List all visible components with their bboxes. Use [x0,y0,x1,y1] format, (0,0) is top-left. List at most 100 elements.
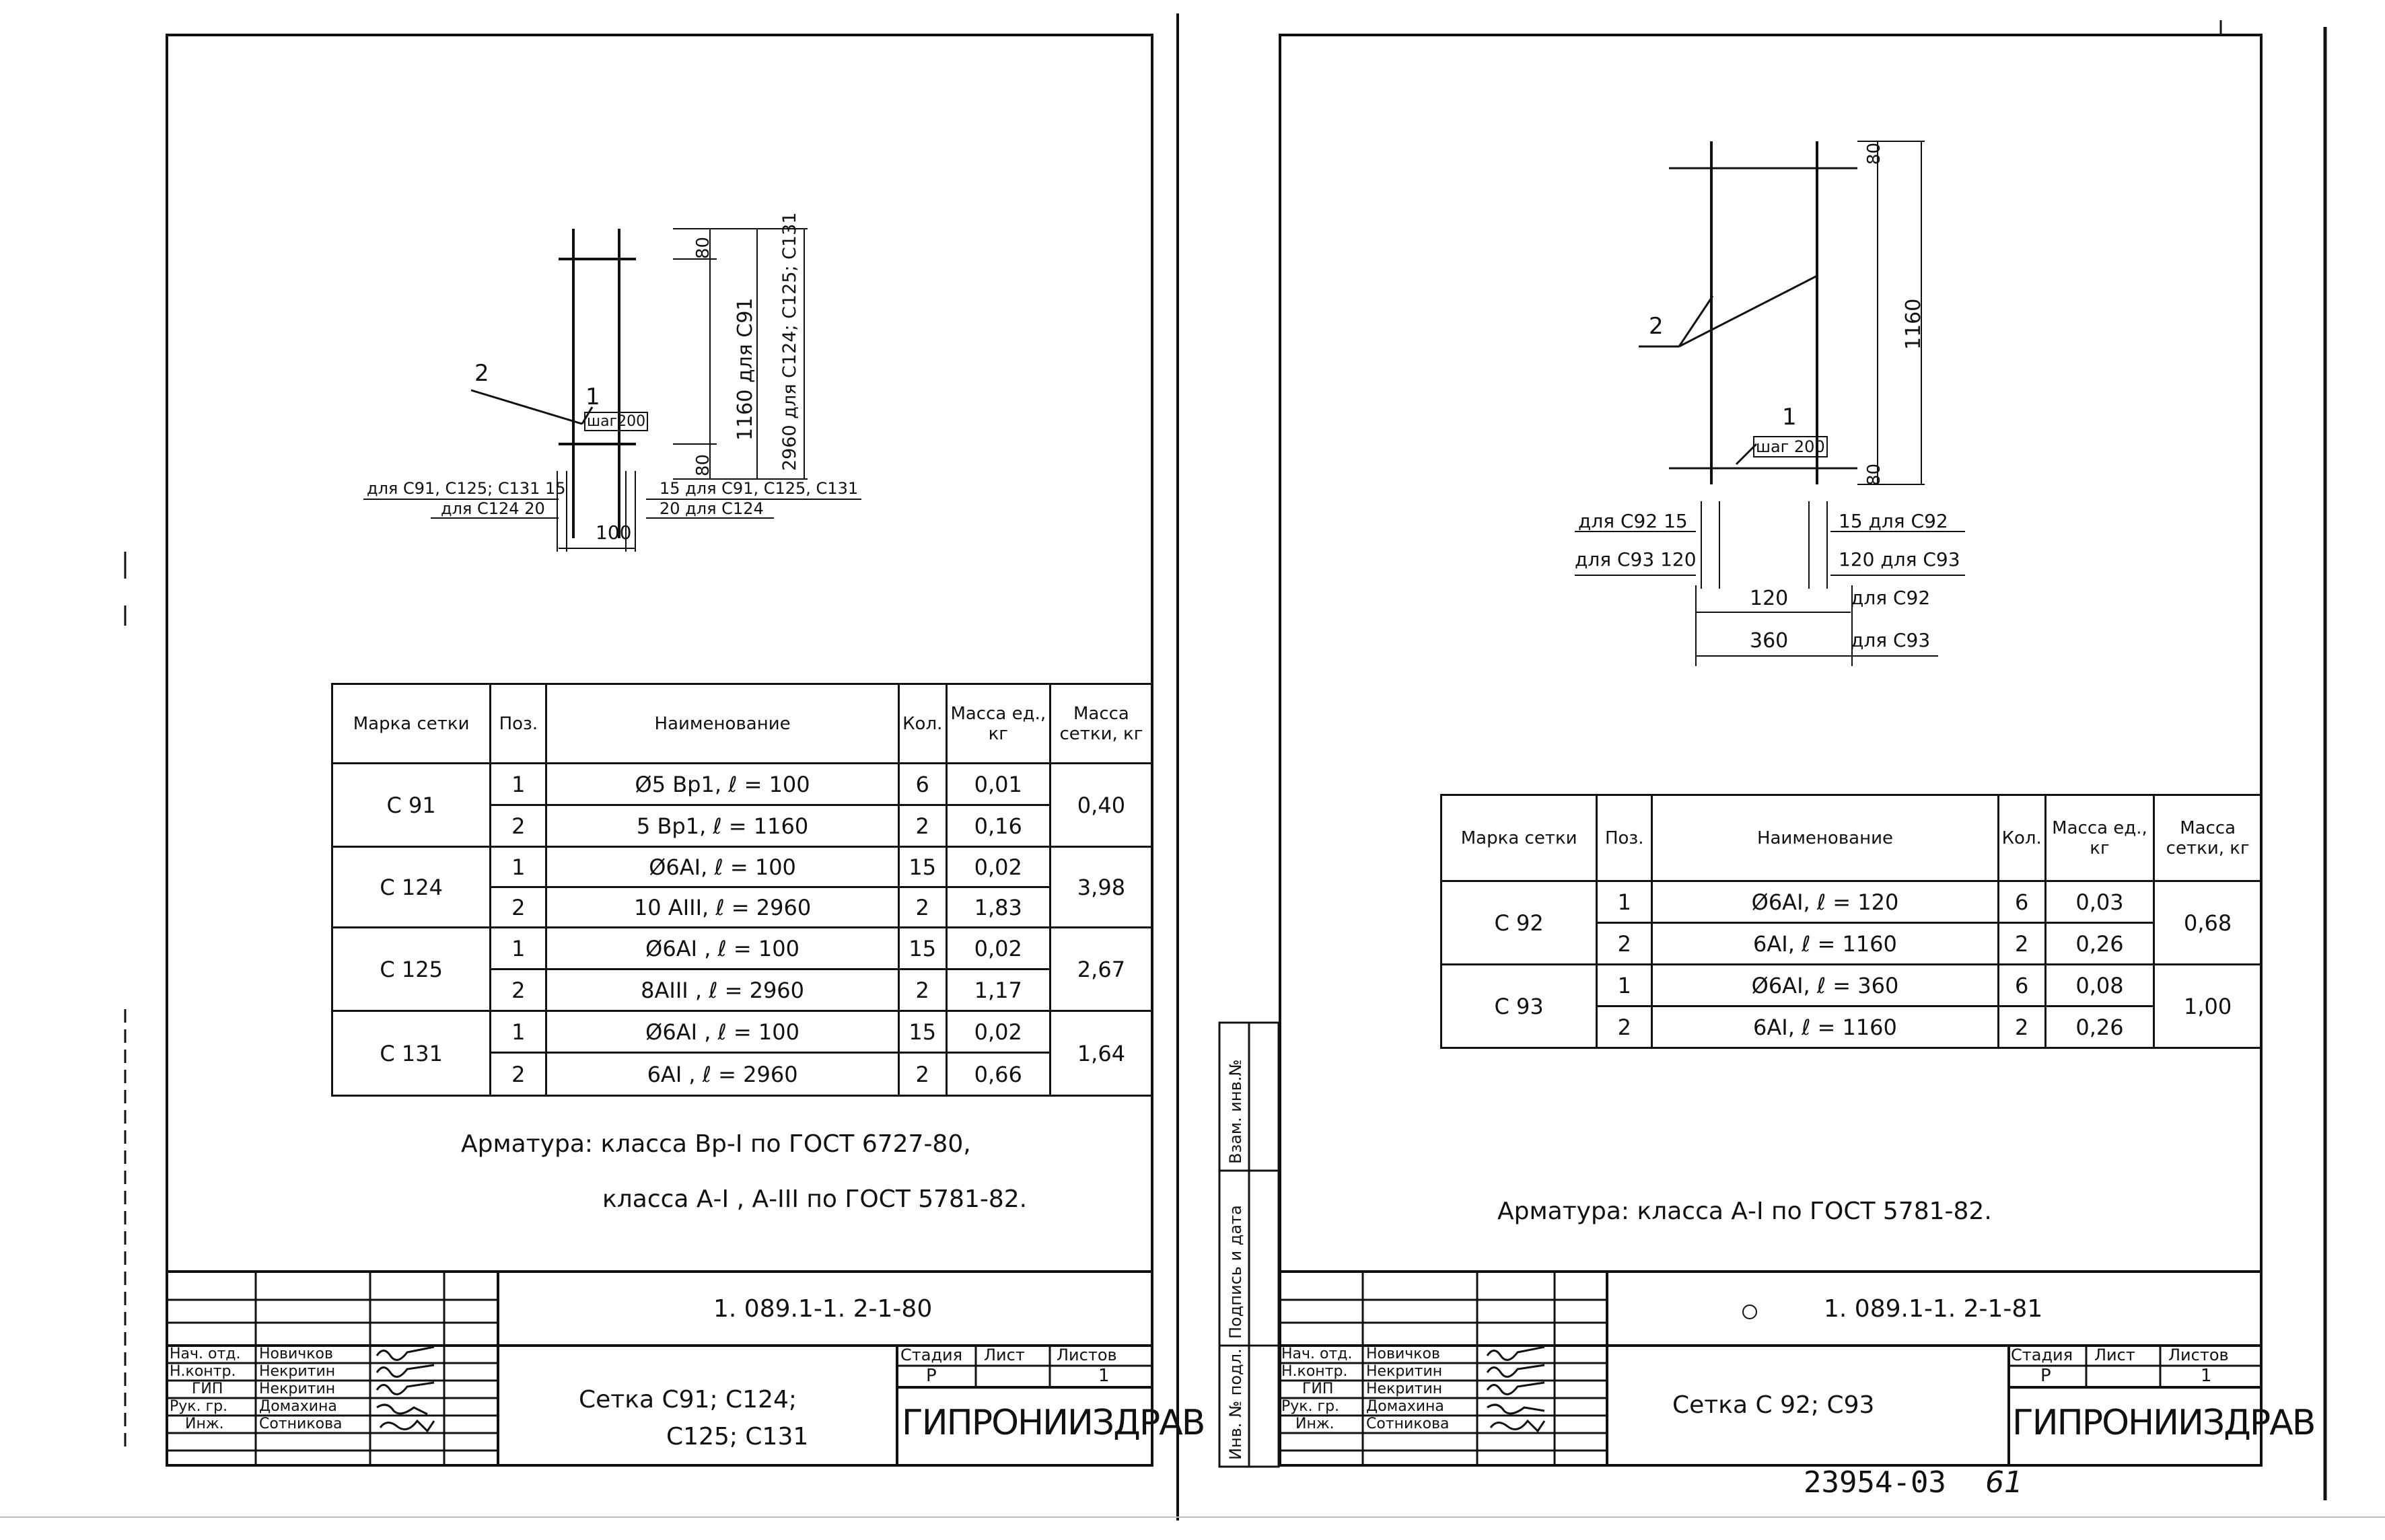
mesh-mark: С 124 [330,846,492,928]
pos-cell: 1 [489,926,548,970]
mass-cell: 0,02 [945,1010,1051,1054]
left-sheets-value: 1 [1098,1366,1110,1386]
left-note-2: для С124 20 [441,499,545,518]
mesh-mark: С 93 [1439,963,1598,1049]
right-name-4: Домахина [1366,1398,1444,1415]
right-pos2-label: 2 [1649,313,1664,340]
right-role-4: Рук. гр. [1281,1398,1340,1415]
footer-page-number: 61 [1985,1465,2023,1500]
left-sheet-label: Лист [984,1346,1025,1364]
right-left-note-2: для С93 120 [1575,548,1697,571]
mass-cell: 0,02 [945,926,1051,970]
right-sheets-value: 1 [2201,1366,2212,1386]
right-role-3: ГИП [1302,1381,1334,1397]
qty-cell: 6 [897,762,948,806]
table-row: С 131 1 Ø6АI , ℓ = 100 15 0,02 1,64 [330,1010,1154,1097]
pos-cell: 2 [489,886,548,928]
col-header-mesh-mass: Масса сетки, кг [1048,683,1154,764]
right-dim-120: 120 [1750,587,1789,610]
left-sheets-label: Листов [1057,1346,1117,1364]
col-header-qty: Кол. [897,683,948,764]
left-role-5: Инж. [185,1416,224,1432]
name-cell: Ø6АI , ℓ = 100 [545,926,900,970]
left-role-3: ГИП [192,1381,223,1397]
pos-cell: 2 [1596,922,1653,965]
name-cell: 5 Вр1, ℓ = 1160 [545,804,900,848]
pos-cell: 1 [489,846,548,888]
right-org-name: ГИПРОНИИЗДРАВ [2012,1403,2316,1443]
left-role-1: Нач. отд. [170,1346,241,1362]
right-name-5: Сотникова [1366,1416,1450,1432]
left-note-line2: класса А-I , А-III по ГОСТ 5781-82. [602,1185,1028,1213]
right-dim-360-note: для С93 [1851,629,1931,651]
right-name-3: Некритин [1366,1381,1443,1397]
col-header-mark: Марка сетки [1439,794,1598,882]
right-step-label: шаг 200 [1753,436,1828,457]
qty-cell: 6 [1997,963,2046,1007]
mass-cell: 0,26 [2044,1005,2156,1049]
left-table-header-row: Марка сетки Поз. Наименование Кол. Масса… [330,683,1154,764]
pos-cell: 2 [1596,1005,1653,1049]
col-header-mesh-mass: Масса сетки, кг [2153,794,2263,882]
right-note-line1: Арматура: класса А-I по ГОСТ 5781-82. [1497,1198,1992,1225]
qty-cell: 2 [897,804,948,848]
table-row: 2 6АI, ℓ = 1160 2 0,26 [1441,922,2262,965]
pos-cell: 1 [1596,963,1653,1007]
table-row: 2 6АI, ℓ = 1160 2 0,26 [1441,1005,2262,1049]
right-pos1-label: 1 [1782,404,1797,431]
right-spec-table: Марка сетки Поз. Наименование Кол. Масса… [1439,794,2263,1049]
right-dim-120-note: для С92 [1851,587,1931,609]
mass-cell: 1,83 [945,886,1051,928]
col-header-pos: Поз. [1596,794,1653,882]
left-doc-code: 1. 089.1-1. 2-1-80 [713,1295,933,1323]
mesh-total: 1,00 [2153,963,2263,1049]
mesh-mark: С 91 [330,762,492,848]
pos-cell: 1 [489,762,548,806]
mass-cell: 0,26 [2044,922,2156,965]
left-doc-title-2: С125; С131 [666,1423,809,1451]
right-sheet-frame [1279,34,2263,1467]
left-role-4: Рук. гр. [170,1398,228,1415]
left-name-2: Некритин [259,1363,336,1380]
left-dim-100: 100 [596,521,632,544]
mesh-mark: С 125 [330,926,492,1012]
name-cell: 6АI, ℓ = 1160 [1651,922,1999,965]
right-dim-360: 360 [1750,629,1789,653]
table-row: 2 8АIII , ℓ = 2960 2 1,17 [332,968,1153,1012]
right-name-1: Новичков [1366,1346,1440,1362]
col-header-pos: Поз. [489,683,548,764]
right-table-header-row: Марка сетки Поз. Наименование Кол. Масса… [1439,794,2263,882]
table-row: 2 5 Вр1, ℓ = 1160 2 0,16 [332,804,1153,848]
mesh-total: 3,98 [1048,846,1154,928]
right-note-1: 15 для С91, С125, С131 [660,479,859,498]
left-org-name: ГИПРОНИИЗДРАВ [902,1403,1205,1443]
left-stage-label: Стадия [900,1346,963,1364]
mesh-total: 2,67 [1048,926,1154,1012]
right-role-2: Н.контр. [1281,1363,1348,1380]
right-name-2: Некритин [1366,1363,1443,1380]
col-header-name: Наименование [545,683,900,764]
left-name-4: Домахина [259,1398,337,1415]
qty-cell: 6 [1997,880,2046,924]
right-right-note-2: 120 для С93 [1839,548,1960,571]
col-header-unit-mass: Масса ед., кг [2044,794,2156,882]
mesh-total: 0,40 [1048,762,1154,848]
col-header-name: Наименование [1651,794,1999,882]
right-doc-title: Сетка С 92; С93 [1672,1391,1875,1419]
right-left-note-1: для С92 15 [1578,510,1688,532]
pos-cell: 1 [1596,880,1653,924]
left-step-label: шаг200 [584,412,649,431]
pos-cell: 1 [489,1010,548,1054]
qty-cell: 2 [1997,922,2046,965]
table-row: С 124 1 Ø6АI, ℓ = 100 15 0,02 3,98 [330,846,1154,928]
mass-cell: 0,02 [945,846,1051,888]
qty-cell: 2 [897,968,948,1012]
right-right-note-1: 15 для С92 [1839,510,1948,532]
left-note-1: для С91, С125; С131 15 [367,479,566,498]
col-header-mark: Марка сетки [330,683,492,764]
table-row: С 93 1 Ø6АI, ℓ = 360 6 0,08 1,00 [1439,963,2263,1049]
left-name-1: Новичков [259,1346,333,1362]
